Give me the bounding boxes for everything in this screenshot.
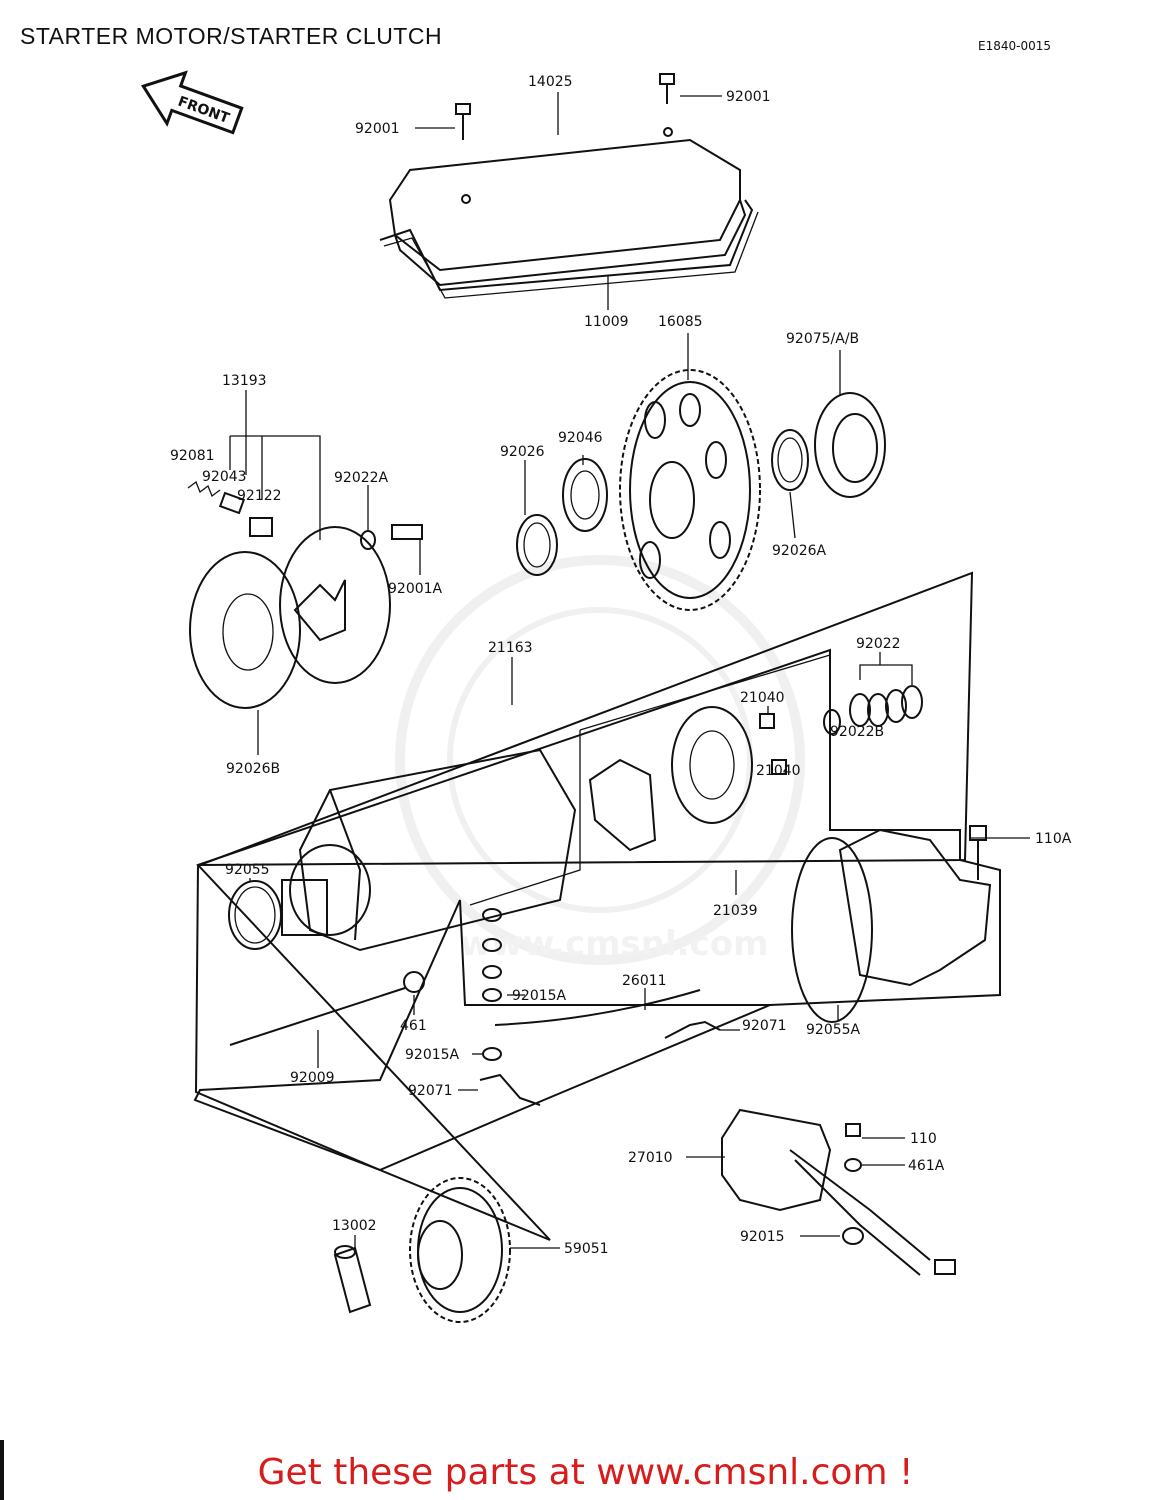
label-13002: 13002 — [332, 1218, 377, 1234]
cap-92071-right — [664, 1020, 721, 1039]
cover-bolt-left — [455, 103, 471, 140]
label-92122: 92122 — [237, 488, 282, 504]
label-92071-right: 92071 — [742, 1018, 787, 1034]
label-14025: 14025 — [528, 74, 573, 90]
label-92026: 92026 — [500, 444, 545, 460]
washer-92022B — [823, 709, 841, 735]
nut-92015A-left — [482, 1047, 502, 1061]
nut-461 — [403, 971, 425, 993]
idler-gear-59051 — [409, 1177, 511, 1323]
nut-stack-92015A — [482, 908, 502, 1002]
brush-holder — [588, 758, 657, 852]
label-26011: 26011 — [622, 973, 667, 989]
one-way-clutch — [279, 526, 391, 684]
label-21163: 21163 — [488, 640, 533, 656]
watermark-url: www.cmsnl.com — [460, 924, 769, 964]
label-27010: 27010 — [628, 1150, 673, 1166]
lead-wire-26011 — [494, 989, 701, 1026]
label-461: 461 — [400, 1018, 427, 1034]
label-110: 110 — [910, 1131, 937, 1147]
nut-92015 — [842, 1227, 864, 1245]
starter-motor — [281, 748, 577, 952]
o-ring-92055A — [791, 837, 873, 1023]
label-92015A-left: 92015A — [405, 1047, 460, 1063]
label-92026A: 92026A — [772, 543, 827, 559]
diagram-code: E1840-0015 — [978, 39, 1051, 53]
label-92001A: 92001A — [388, 581, 443, 597]
brush-21040-top — [759, 713, 775, 729]
label-92055: 92055 — [225, 862, 270, 878]
label-92055A: 92055A — [806, 1022, 861, 1038]
o-ring-92055 — [228, 880, 282, 950]
end-cover-21039 — [838, 828, 992, 987]
through-bolt-92009 — [229, 987, 406, 1046]
label-11009: 11009 — [584, 314, 629, 330]
o-ring-stack-92022 — [849, 685, 923, 727]
label-92075: 92075/A/B — [786, 331, 859, 347]
leader-lines — [229, 92, 1030, 1250]
label-461A: 461A — [908, 1158, 945, 1174]
label-92022A: 92022A — [334, 470, 389, 486]
label-92001-right: 92001 — [726, 89, 771, 105]
cover-bolt-right — [659, 73, 675, 104]
bolt-92001A — [391, 524, 423, 540]
idler-shaft-13002 — [333, 1245, 372, 1314]
label-92022B: 92022B — [830, 724, 884, 740]
label-92015: 92015 — [740, 1229, 785, 1245]
label-92071-left: 92071 — [408, 1083, 453, 1099]
edge-mark — [0, 1440, 4, 1500]
label-21040-bot: 21040 — [756, 763, 801, 779]
label-110A: 110A — [1035, 831, 1072, 847]
starter-relay-27010 — [721, 1108, 956, 1276]
clutch-roller — [249, 517, 273, 537]
label-92001-left: 92001 — [355, 121, 400, 137]
label-59051: 59051 — [564, 1241, 609, 1257]
front-arrow-icon: FRONT — [141, 70, 244, 135]
label-92009: 92009 — [290, 1070, 335, 1086]
label-21039: 21039 — [713, 903, 758, 919]
footer-link[interactable]: Get these parts at www.cmsnl.com ! — [257, 1452, 914, 1493]
label-13193: 13193 — [222, 373, 267, 389]
brush-plate — [671, 706, 753, 824]
washer-92022A — [360, 530, 376, 550]
bearing-92075 — [814, 392, 886, 498]
washer-92026 — [516, 514, 558, 576]
label-92081: 92081 — [170, 448, 215, 464]
label-92022: 92022 — [856, 636, 901, 652]
cover-gasket — [379, 199, 759, 299]
motor-assembly-outline — [193, 648, 1001, 1241]
starter-cover — [388, 127, 747, 287]
label-92046: 92046 — [558, 430, 603, 446]
label-21040-top: 21040 — [740, 690, 785, 706]
label-92043: 92043 — [202, 469, 247, 485]
clutch-cap — [218, 491, 246, 515]
label-92015A-right: 92015A — [512, 988, 567, 1004]
page-title: STARTER MOTOR/STARTER CLUTCH — [20, 23, 442, 49]
label-16085: 16085 — [658, 314, 703, 330]
bolt-110A — [969, 825, 987, 880]
clutch-spring — [187, 480, 221, 498]
clutch-gear — [619, 369, 761, 611]
label-92026B: 92026B — [226, 761, 280, 777]
brush-21040-bot — [771, 759, 787, 775]
washer-92026A — [771, 429, 809, 491]
cap-92071-left — [479, 1073, 541, 1106]
washer-461A — [844, 1158, 862, 1172]
watermark-logo: www.cmsnl.com — [395, 555, 805, 965]
bolt-110 — [845, 1123, 861, 1137]
needle-bearing — [562, 458, 608, 532]
clutch-plate-92026B — [189, 551, 301, 709]
